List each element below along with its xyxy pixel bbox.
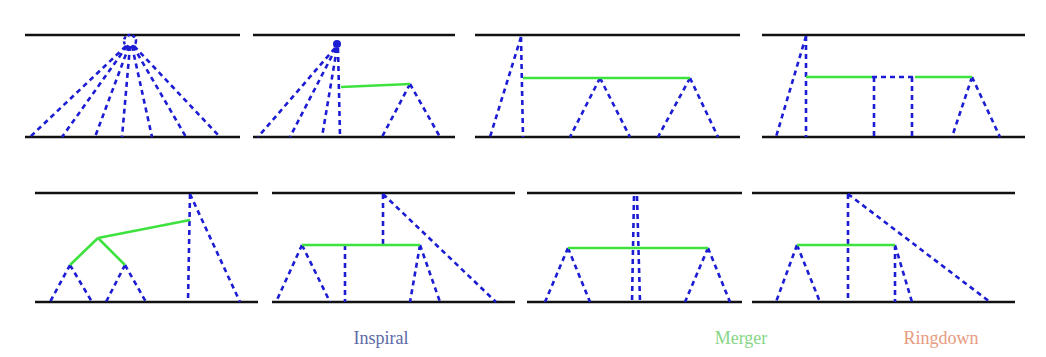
boundary-lines	[25, 35, 1025, 302]
panel-6	[276, 194, 496, 302]
panel-2	[258, 40, 440, 137]
panel-7	[545, 196, 730, 302]
phase-label: Merger	[715, 328, 768, 349]
panel-5	[50, 194, 240, 302]
panel-3	[490, 37, 718, 137]
panel-4	[776, 36, 1000, 137]
phase-label: Ringdown	[903, 328, 978, 349]
phase-label: Inspiral	[354, 328, 409, 349]
panel-1	[30, 35, 220, 137]
panel-8	[776, 194, 990, 302]
